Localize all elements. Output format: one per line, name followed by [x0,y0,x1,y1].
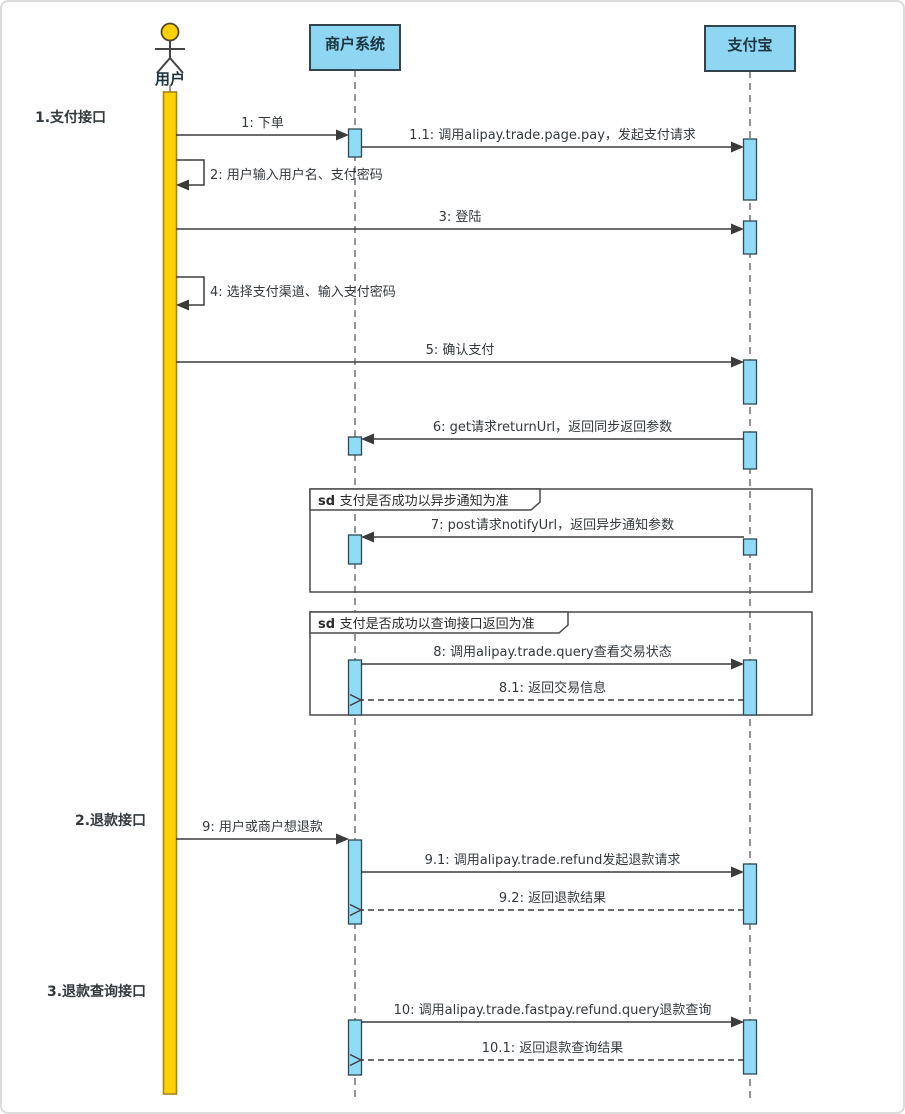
message-arrowhead-filled [361,433,374,445]
participant-box-merchant [309,24,401,71]
activation-alipay [742,538,758,556]
message-arrowhead-filled [731,866,744,878]
activation-alipay [742,138,758,201]
activation-merchant [347,128,363,158]
section-label-3: 3.退款查询接口 [47,983,146,1000]
self-message-arrowhead [176,179,189,191]
section-label-1: 1.支付接口 [35,109,106,126]
message-label: 9.1: 调用alipay.trade.refund发起退款请求 [425,852,681,868]
message-label: 1: 下单 [241,116,284,131]
activation-alipay [742,220,758,255]
frame-tab-2 [309,611,569,634]
activation-merchant [347,534,363,565]
frame-tab-1 [309,488,541,511]
message-label: 3: 登陆 [439,209,482,225]
message-arrowhead-filled [731,356,744,368]
activation-merchant [347,436,363,456]
activation-alipay [742,863,758,925]
message-label: 8: 调用alipay.trade.query查看交易状态 [433,644,671,660]
frame-title-2: sd 支付是否成功以查询接口返回为准 [318,616,535,632]
message-label: 9: 用户或商户想退款 [202,819,323,835]
message-arrowhead-open [349,693,363,707]
message-arrowhead-filled [731,658,744,670]
section-label-2: 2.退款接口 [75,812,146,829]
message-arrowhead-filled [361,531,374,543]
activation-merchant [347,1019,363,1076]
message-label: 1.1: 调用alipay.trade.page.pay，发起支付请求 [409,127,696,143]
message-arrowhead-filled [731,1016,744,1028]
message-label: 8.1: 返回交易信息 [499,680,606,696]
participant-box-alipay [704,25,796,72]
message-label: 6: get请求returnUrl，返回同步返回参数 [433,419,672,435]
message-arrowhead-filled [336,833,349,845]
frame-1 [309,488,813,593]
activation-alipay [742,659,758,716]
activation-alipay [742,431,758,470]
user-activation-bar [162,91,178,1095]
participant-label-alipay: 支付宝 [726,36,772,54]
message-arrowhead-filled [731,141,744,153]
activation-merchant [347,839,363,925]
frame-title-1: sd 支付是否成功以异步通知为准 [318,493,509,509]
message-label: 10.1: 返回退款查询结果 [482,1041,623,1056]
activation-alipay [742,1019,758,1075]
message-arrowhead-filled [336,129,349,141]
message-arrowhead-open [349,903,363,917]
message-label: 9.2: 返回退款结果 [499,891,606,906]
actor-figure-icon [155,22,185,74]
self-message-loop [176,276,205,306]
message-label: 10: 调用alipay.trade.fastpay.refund.query退… [394,1003,712,1018]
self-message-label: 4: 选择支付渠道、输入支付密码 [210,284,396,300]
self-message-label: 2: 用户输入用户名、支付密码 [210,167,383,183]
self-message-arrowhead [176,299,189,311]
message-label: 5: 确认支付 [426,343,495,358]
message-label: 7: post请求notifyUrl，返回异步通知参数 [431,517,674,533]
activation-merchant [347,659,363,716]
self-message-loop [176,159,205,186]
message-arrowhead-open [349,1053,363,1067]
activation-alipay [742,359,758,405]
participant-label-merchant: 商户系统 [325,35,385,53]
participant-label-user: 用户 [155,70,185,88]
message-arrowhead-filled [731,223,744,235]
